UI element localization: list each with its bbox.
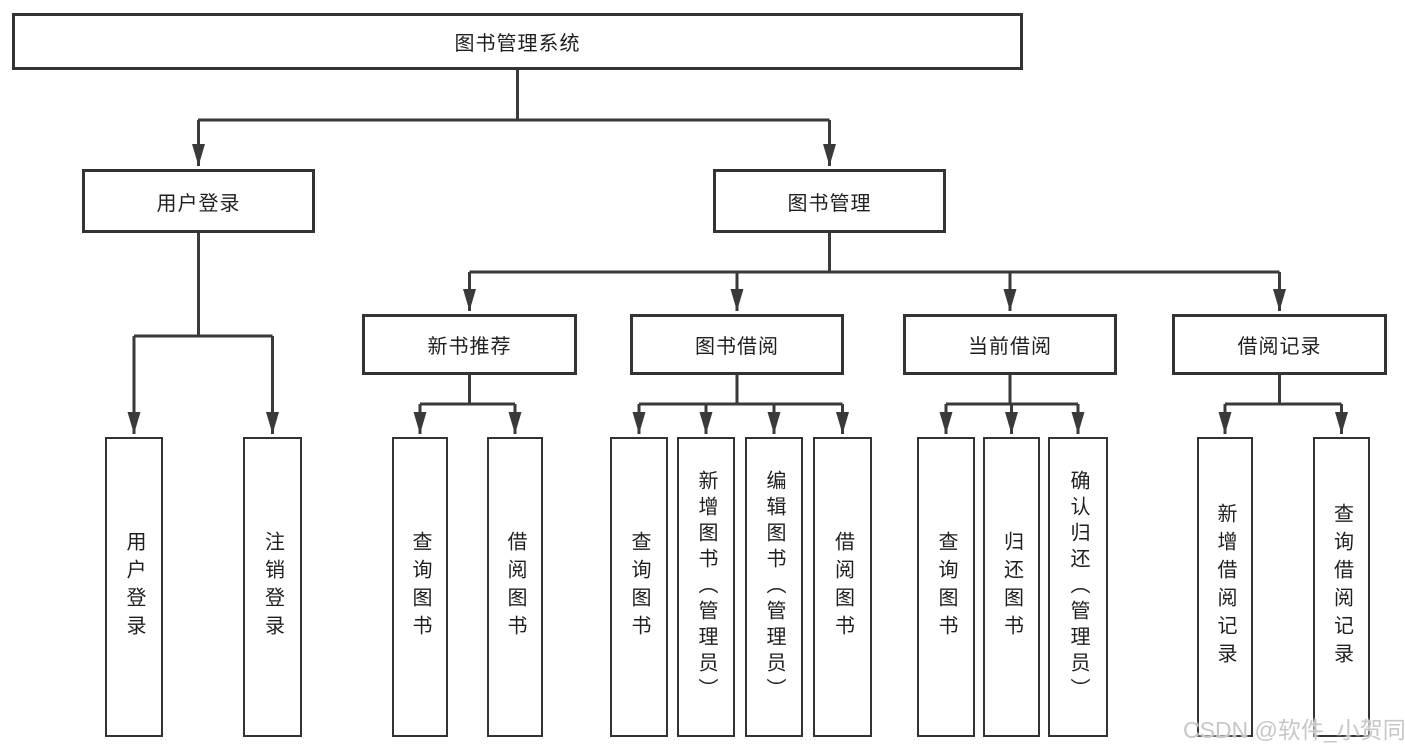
node-user-login-label: 用户登录	[156, 192, 241, 215]
node-book-management: 图书管理	[713, 169, 946, 233]
connector-current-borrowing-branch	[939, 375, 1085, 434]
connector-borrowing-records-branch	[1218, 375, 1348, 434]
node-new-book-recommend-label: 新书推荐	[427, 336, 512, 358]
leaf-borrowing-query-books-label: 查询图书	[628, 531, 650, 643]
node-current-borrowing-label: 当前借阅	[968, 336, 1052, 358]
connector-book-management-branch	[463, 233, 1286, 311]
node-root-label: 图书管理系统	[454, 33, 581, 55]
leaf-login: 用户登录	[105, 437, 163, 737]
leaf-records-add-record-label: 新增借阅记录	[1214, 503, 1236, 671]
node-new-book-recommend: 新书推荐	[362, 314, 577, 375]
connector-root-to-level2	[192, 70, 836, 166]
node-borrowing-records-label: 借阅记录	[1237, 336, 1322, 358]
leaf-recommend-borrow-books: 借阅图书	[487, 437, 543, 737]
leaf-logout-label: 注销登录	[261, 531, 284, 643]
leaf-current-query-books: 查询图书	[917, 437, 975, 737]
leaf-current-confirm-return: 确认归还（管理员）	[1048, 437, 1108, 737]
leaf-current-return-books-label: 归还图书	[1000, 531, 1023, 643]
leaf-recommend-query-books-label: 查询图书	[409, 531, 431, 643]
connector-user-login-branch	[127, 233, 279, 434]
leaf-borrowing-add-books-label: 新增图书（管理员）	[695, 470, 717, 704]
leaf-borrowing-borrow-books: 借阅图书	[813, 437, 872, 737]
node-root: 图书管理系统	[12, 13, 1023, 70]
node-book-borrowing: 图书借阅	[630, 314, 844, 375]
leaf-borrowing-query-books: 查询图书	[610, 437, 668, 737]
leaf-recommend-borrow-books-label: 借阅图书	[504, 531, 526, 643]
node-borrowing-records: 借阅记录	[1172, 314, 1387, 375]
leaf-borrowing-edit-books-label: 编辑图书（管理员）	[763, 470, 785, 704]
leaf-records-query-record-label: 查询借阅记录	[1330, 503, 1353, 671]
connector-new-book-recommend-branch	[413, 375, 522, 434]
leaf-recommend-query-books: 查询图书	[392, 437, 448, 737]
leaf-records-add-record: 新增借阅记录	[1197, 437, 1253, 737]
connector-book-borrowing-branch	[632, 375, 849, 434]
leaf-borrowing-borrow-books-label: 借阅图书	[831, 531, 854, 643]
watermark: CSDN @软件_小贺同学	[1183, 717, 1405, 743]
node-current-borrowing: 当前借阅	[903, 314, 1117, 375]
leaf-login-label: 用户登录	[123, 531, 145, 643]
leaf-borrowing-add-books: 新增图书（管理员）	[677, 437, 735, 737]
node-book-borrowing-label: 图书借阅	[695, 336, 779, 358]
node-book-management-label: 图书管理	[787, 192, 872, 215]
leaf-current-return-books: 归还图书	[983, 437, 1040, 737]
leaf-logout: 注销登录	[243, 437, 302, 737]
leaf-borrowing-edit-books: 编辑图书（管理员）	[745, 437, 803, 737]
leaf-current-query-books-label: 查询图书	[935, 531, 957, 643]
node-user-login: 用户登录	[82, 169, 315, 233]
leaf-records-query-record: 查询借阅记录	[1313, 437, 1370, 737]
leaf-current-confirm-return-label: 确认归还（管理员）	[1067, 470, 1089, 704]
